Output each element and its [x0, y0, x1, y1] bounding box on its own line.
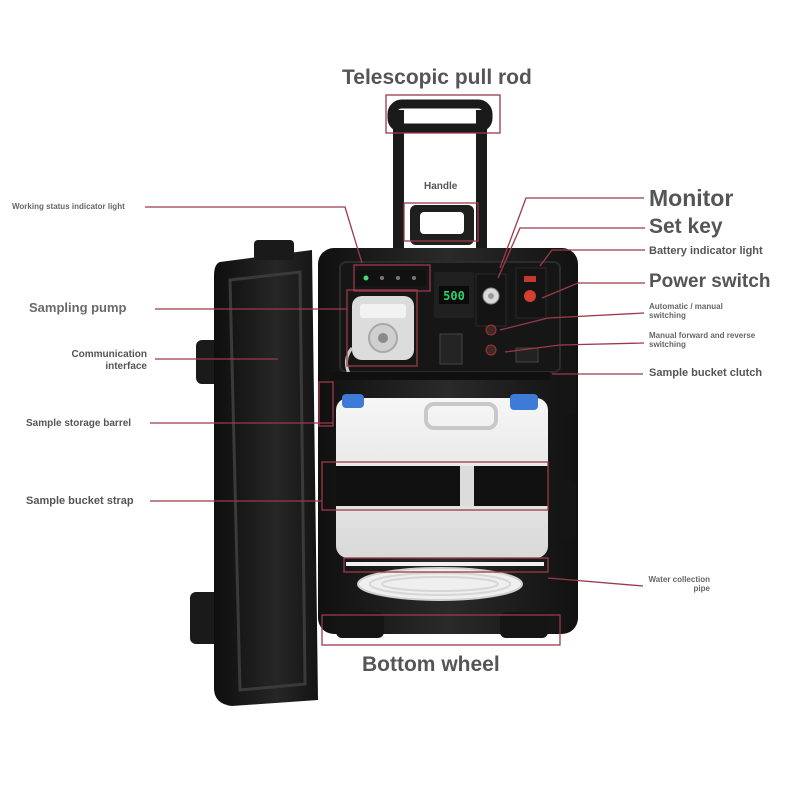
telescopic-pull-rod	[387, 99, 493, 252]
label-bottom-wheel: Bottom wheel	[362, 653, 500, 676]
label-monitor: Monitor	[649, 185, 734, 211]
case-body: 500	[318, 248, 578, 638]
label-sample-bucket-clutch: Sample bucket clutch	[649, 367, 763, 379]
label-water-collection-pipe-line1: Water collection	[648, 575, 711, 584]
label-sample-storage-barrel: Sample storage barrel	[26, 418, 132, 429]
label-telescopic-pull-rod: Telescopic pull rod	[342, 66, 532, 89]
callout-lines	[145, 94, 645, 646]
display-readout: 500	[443, 289, 465, 303]
water-collection-pipe-coil	[357, 567, 523, 601]
label-manual-forward-reverse-line1: Manual forward and reverse	[649, 331, 756, 340]
label-communication-interface-line2: interface	[105, 361, 147, 372]
label-handle: Handle	[424, 181, 458, 192]
label-automatic-manual-switching-line2: switching	[649, 311, 686, 320]
label-communication-interface-line1: Communication	[71, 349, 147, 360]
label-battery-indicator-light: Battery indicator light	[649, 245, 763, 257]
peristaltic-pump	[345, 296, 414, 377]
label-sample-bucket-strap: Sample bucket strap	[26, 495, 134, 507]
handle	[410, 205, 474, 245]
sample-bucket-strap-band	[336, 466, 548, 506]
case-lid	[190, 240, 318, 706]
label-power-switch: Power switch	[649, 271, 771, 292]
label-automatic-manual-switching-line1: Automatic / manual	[649, 302, 723, 311]
label-manual-forward-reverse-line2: switching	[649, 340, 686, 349]
label-sampling-pump: Sampling pump	[29, 300, 127, 315]
label-working-status-indicator-light: Working status indicator light	[12, 202, 125, 211]
label-water-collection-pipe-line2: pipe	[693, 584, 710, 593]
label-set-key: Set key	[649, 215, 723, 238]
